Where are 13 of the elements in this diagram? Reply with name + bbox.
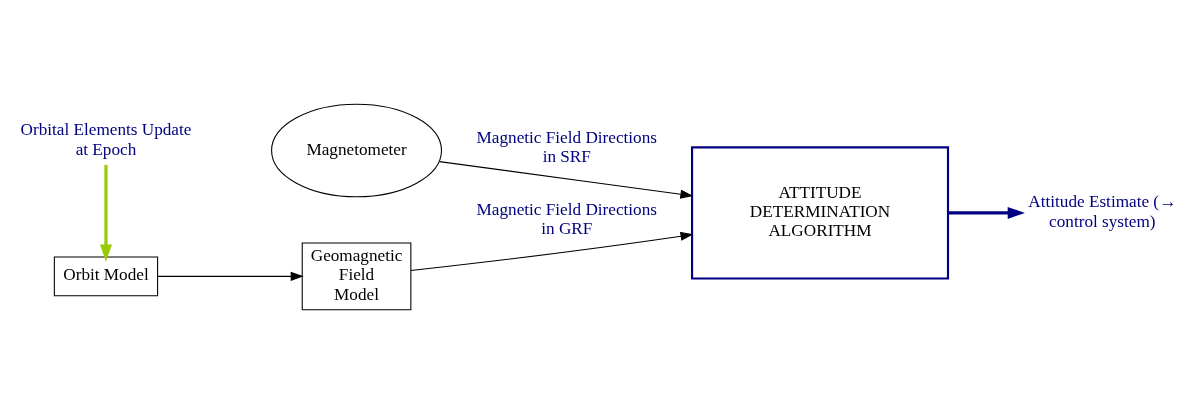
edge-label: Magnetic Field Directions in SRF (476, 127, 657, 167)
node-box: Geomagnetic Field Model (301, 242, 412, 311)
edge-label: Magnetic Field Directions in GRF (476, 199, 657, 239)
arrow (410, 231, 694, 272)
arrow (948, 206, 1025, 219)
arrow (99, 164, 112, 262)
node-ellipse: Magnetometer (271, 103, 443, 198)
node-box: ATTITUDE DETERMINATION ALGORITHM (691, 146, 950, 280)
arrow (439, 161, 694, 199)
node-box: Orbit Model (53, 256, 159, 297)
node-text: Orbital Elements Update at Epoch (20, 120, 192, 159)
node-text: Attitude Estimate (→ control system) (1028, 192, 1177, 231)
arrow (157, 271, 304, 281)
